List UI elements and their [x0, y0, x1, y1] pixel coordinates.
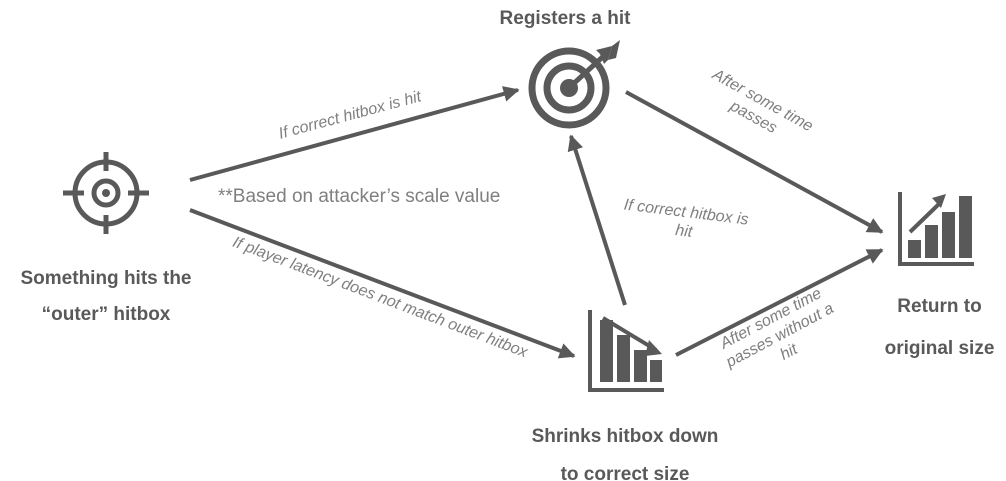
arrow-shrinks-to-restore: [675, 248, 884, 357]
target-bullseye-icon: [528, 40, 620, 129]
restore-line1: Return to: [897, 296, 982, 317]
arrow-registers-to-restore: [625, 90, 884, 234]
arrow-outer-to-shrinks: [189, 208, 576, 359]
registers-line1: Registers a hit: [499, 8, 631, 29]
scale-note: **Based on attacker’s scale value: [218, 186, 501, 207]
bar-chart-down-icon: [588, 310, 664, 392]
outer-hit-line2: “outer” hitbox: [41, 304, 171, 325]
bar-chart-up-icon: [898, 192, 974, 266]
outer-hit-line1: Something hits the: [20, 268, 192, 289]
arrow-shrinks-to-registers: [567, 134, 627, 306]
node-outer-hit-label: Something hits the “outer” hitbox: [0, 261, 212, 333]
shrinks-line1: Shrinks hitbox down: [531, 426, 719, 447]
arrow-outer-to-registers: [189, 86, 520, 182]
node-registers-label: Registers a hit: [440, 8, 690, 30]
crosshair-icon: [63, 152, 149, 234]
node-restore-label: Return to original size: [873, 286, 1006, 370]
shrinks-line2: to correct size: [560, 464, 690, 481]
node-shrinks-label: Shrinks hitbox down to correct size: [500, 418, 750, 481]
restore-line2: original size: [884, 338, 995, 359]
